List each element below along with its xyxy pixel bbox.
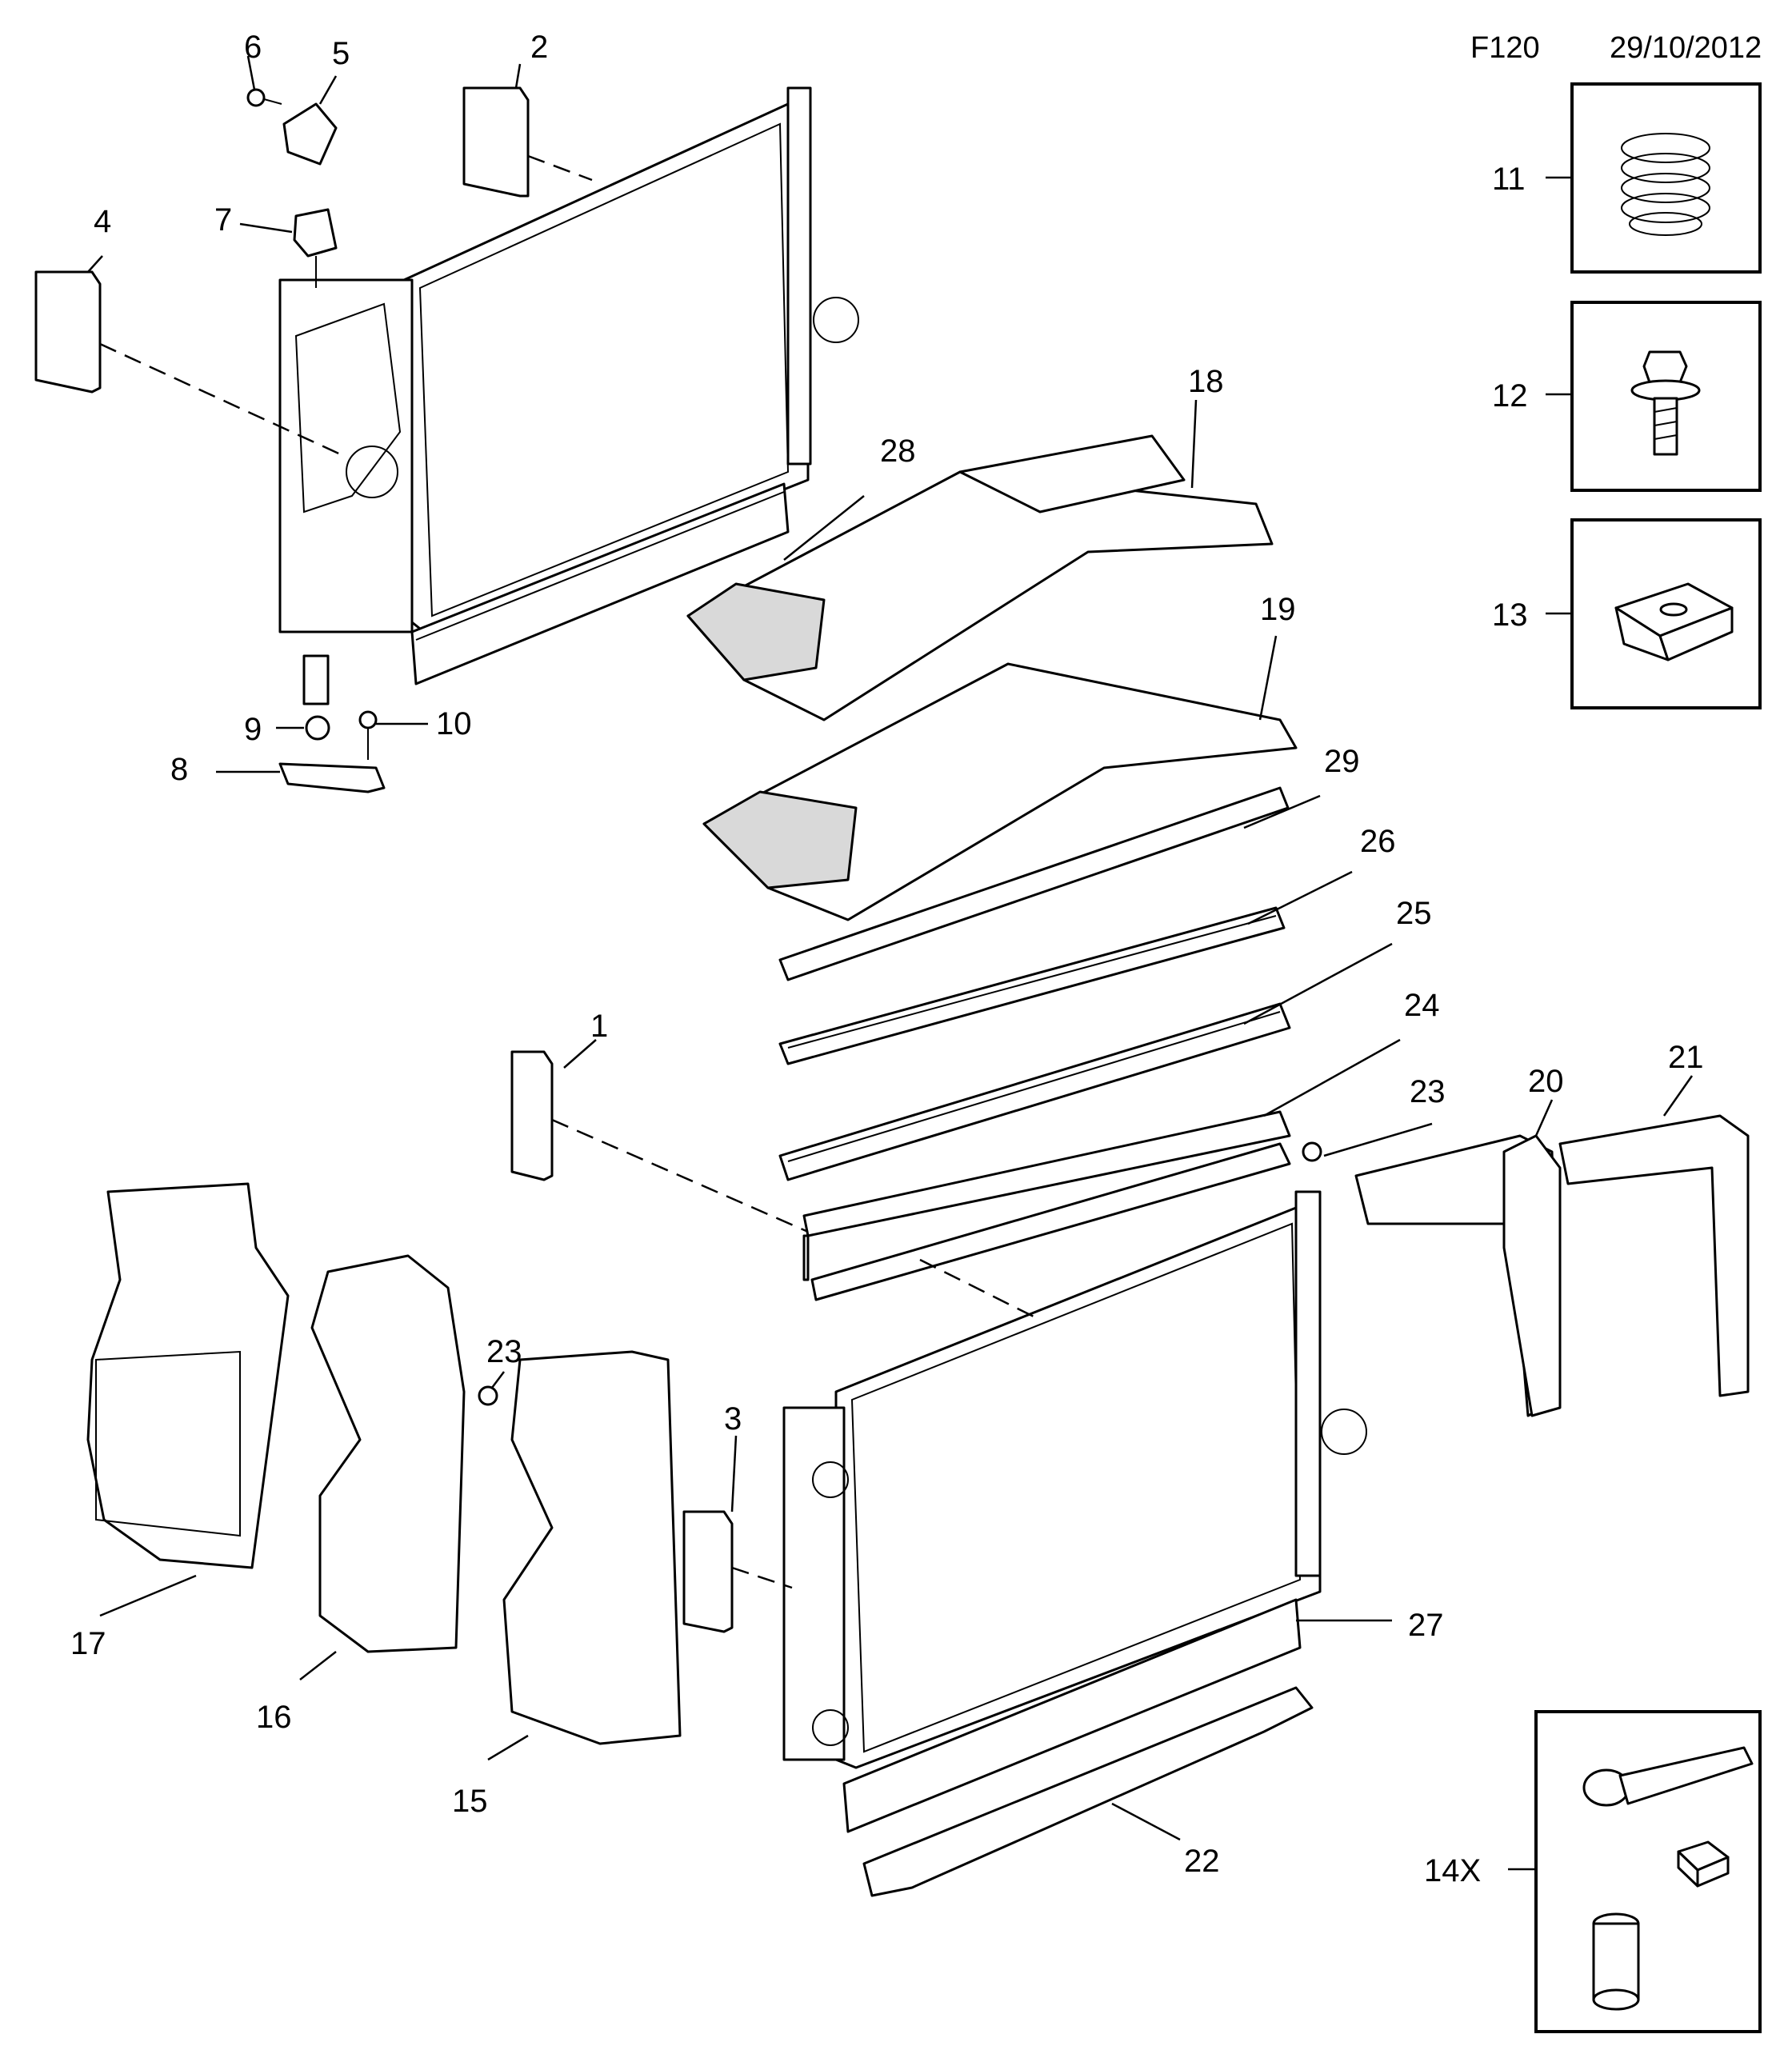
callout-10: 10 xyxy=(436,706,472,741)
part-26-seal xyxy=(778,906,1286,1065)
upper-radiator xyxy=(278,86,859,705)
part-24-seal xyxy=(802,1110,1291,1301)
inset-14x xyxy=(1508,1710,1762,2033)
part-3-pad xyxy=(682,1510,734,1633)
assembly-line-center xyxy=(919,1258,1041,1321)
part-28-seal xyxy=(410,482,790,685)
part-29-seal xyxy=(778,786,1290,981)
inset-13 xyxy=(1546,518,1762,709)
callout-25: 25 xyxy=(1396,896,1432,931)
callout-11: 11 xyxy=(1492,162,1526,197)
part-7-mount xyxy=(293,208,338,288)
assembly-line-2 xyxy=(527,154,593,182)
callout-16: 16 xyxy=(256,1700,292,1735)
callout-9: 9 xyxy=(244,712,262,747)
part-8-bracket xyxy=(278,762,386,793)
callout-26: 26 xyxy=(1360,824,1396,859)
callout-6: 6 xyxy=(244,30,262,65)
part-1-pad xyxy=(510,1050,554,1181)
lower-radiator xyxy=(782,1190,1367,1769)
part-17-side-deflector xyxy=(86,1182,290,1569)
part-20-side-bracket xyxy=(1354,1134,1562,1417)
part-9-grommet xyxy=(305,715,330,741)
callout-28: 28 xyxy=(880,434,916,469)
callout-13: 13 xyxy=(1492,597,1528,633)
callout-21: 21 xyxy=(1668,1040,1704,1075)
callout-4: 4 xyxy=(94,204,111,239)
callout-12: 12 xyxy=(1492,378,1528,414)
hex-bolt-icon xyxy=(1582,1746,1754,1807)
part-22-deflector xyxy=(862,1686,1314,1897)
callout-1: 1 xyxy=(590,1009,608,1044)
bolt-with-washer-icon xyxy=(1630,350,1701,456)
callout-20: 20 xyxy=(1528,1064,1564,1099)
callout-19: 19 xyxy=(1260,592,1296,627)
callout-24: 24 xyxy=(1404,988,1440,1023)
part-21-side-bracket xyxy=(1558,1114,1750,1397)
assembly-line-4 xyxy=(99,342,345,458)
callout-23-left: 23 xyxy=(486,1334,522,1369)
part-23-clip-b xyxy=(478,1385,498,1406)
callout-labels: 1 2 3 4 5 6 7 8 9 10 11 12 13 14X 15 16 … xyxy=(70,30,1704,1888)
callout-29: 29 xyxy=(1324,744,1360,779)
clip-nut-icon xyxy=(1614,582,1734,661)
part-5-bracket xyxy=(282,102,338,166)
callout-7: 7 xyxy=(214,202,232,238)
assembly-line-3 xyxy=(731,1566,793,1589)
diagram-date: 29/10/2012 xyxy=(1610,31,1762,65)
part-23-clip-a xyxy=(1302,1141,1322,1162)
callout-27: 27 xyxy=(1408,1608,1444,1643)
part-25-seal xyxy=(778,1002,1291,1181)
inset-11 xyxy=(1546,82,1762,274)
callout-18: 18 xyxy=(1188,364,1224,399)
part-15-side-deflector xyxy=(502,1350,682,1745)
part-18-deflector xyxy=(686,434,1274,721)
callout-23-right: 23 xyxy=(1410,1074,1446,1109)
diagram-code: F120 xyxy=(1470,31,1540,65)
spring-icon xyxy=(1621,133,1710,236)
part-10-bolt xyxy=(358,710,378,760)
callout-17: 17 xyxy=(70,1626,106,1661)
callout-5: 5 xyxy=(332,36,350,71)
callout-2: 2 xyxy=(530,30,548,65)
part-6-bolt xyxy=(246,88,282,107)
inset-12 xyxy=(1546,301,1762,492)
leader-lines xyxy=(87,55,1694,1841)
callout-3: 3 xyxy=(724,1401,742,1437)
callout-14x: 14X xyxy=(1424,1853,1481,1888)
part-4-pad xyxy=(34,270,102,394)
part-19-deflector xyxy=(702,662,1298,921)
callout-8: 8 xyxy=(170,752,188,787)
part-27-seal xyxy=(842,1598,1302,1833)
assembly-line-1 xyxy=(551,1118,809,1233)
square-nut-icon xyxy=(1677,1840,1730,1888)
callout-22: 22 xyxy=(1184,1844,1220,1879)
callout-15: 15 xyxy=(452,1784,488,1819)
spacer-sleeve-icon xyxy=(1592,1912,1640,2011)
part-16-side-deflector xyxy=(310,1254,466,1653)
part-2-pad xyxy=(462,86,530,198)
